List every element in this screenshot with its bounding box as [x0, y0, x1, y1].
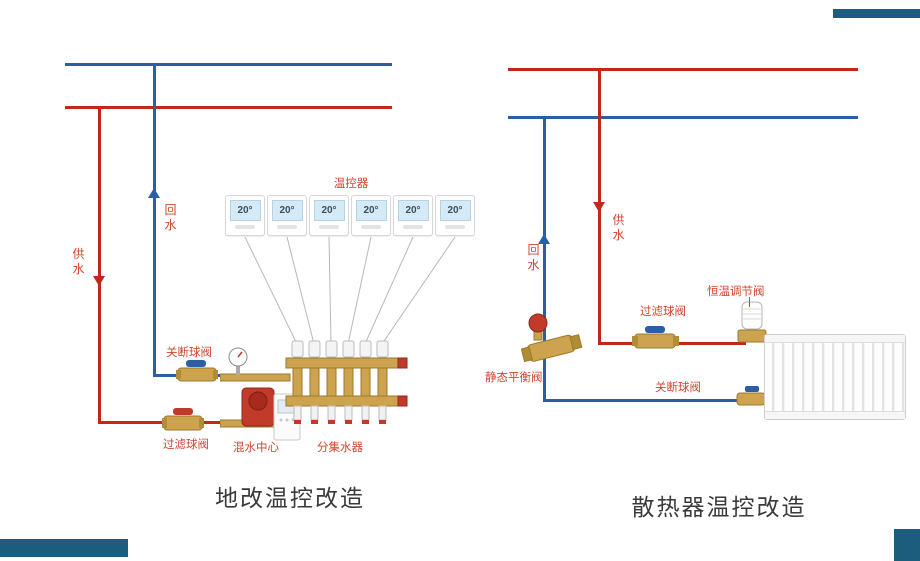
left-filter-valve-graphic [162, 408, 204, 431]
static-balancing-valve-label: 静态平衡阀 [485, 372, 543, 384]
thermostat-display: 20° [397, 200, 429, 221]
static-balancing-valve-graphic [520, 313, 583, 363]
right-return-label: 回水 [527, 243, 540, 272]
return-flow-arrow-icon [148, 188, 160, 198]
thermostat-display: 20° [439, 200, 471, 221]
radiator-graphic [764, 334, 906, 420]
left-return-branch-pipe [153, 374, 238, 377]
right-filter-valve-label: 过滤球阀 [640, 306, 686, 318]
thermostat-2: 20° [267, 195, 307, 236]
thermostat-1: 20° [225, 195, 265, 236]
right-diagram-title: 散热器温控改造 [631, 494, 807, 520]
accent-bar-bottom-right [894, 529, 920, 561]
left-return-riser-pipe [153, 63, 156, 377]
thermostat-buttons [277, 225, 297, 229]
thermostatic-valve-pointer-line [749, 297, 750, 307]
left-diagram-title: 地改温控改造 [215, 485, 365, 511]
supply-flow-arrow-icon [593, 202, 605, 212]
thermostats-group-label: 温控器 [333, 178, 369, 190]
right-return-branch-pipe [543, 399, 765, 402]
left-return-label: 回水 [164, 203, 177, 232]
thermostat-6: 20° [435, 195, 475, 236]
right-filter-valve-graphic [632, 326, 679, 349]
thermostat-buttons [403, 225, 423, 229]
accent-bar-bottom-left [0, 539, 128, 557]
mixing-center-label: 混水中心 [233, 442, 279, 454]
left-return-main-pipe [65, 63, 392, 66]
left-filter-valve-label: 过滤球阀 [163, 439, 209, 451]
left-supply-label: 供水 [72, 247, 85, 276]
thermostat-display: 20° [271, 200, 303, 221]
thermostat-5: 20° [393, 195, 433, 236]
right-return-riser-pipe [543, 116, 546, 402]
left-shutoff-valve-label: 关断球阀 [166, 347, 212, 359]
return-flow-arrow-icon [538, 234, 550, 244]
thermostat-buttons [319, 225, 339, 229]
mixing-center-and-manifold-graphic [220, 340, 408, 441]
accent-bar-top-right [833, 9, 920, 18]
left-shutoff-valve-graphic [176, 360, 218, 382]
left-supply-main-pipe [65, 106, 392, 109]
thermostat-buttons [361, 225, 381, 229]
right-shutoff-valve-label: 关断球阀 [655, 382, 701, 394]
right-supply-main-pipe [508, 68, 858, 71]
thermostatic-valve-label: 恒温调节阀 [707, 286, 765, 298]
thermostat-buttons [445, 225, 465, 229]
thermostat-buttons [235, 225, 255, 229]
thermostat-display: 20° [355, 200, 387, 221]
left-supply-riser-pipe [98, 106, 101, 424]
thermostat-4: 20° [351, 195, 391, 236]
thermostat-3: 20° [309, 195, 349, 236]
supply-flow-arrow-icon [93, 276, 105, 286]
thermostat-display: 20° [229, 200, 261, 221]
left-supply-branch-pipe [98, 421, 242, 424]
right-return-main-pipe [508, 116, 858, 119]
right-supply-branch-pipe [598, 342, 746, 345]
manifold-label: 分集水器 [317, 442, 363, 454]
right-supply-label: 供水 [612, 213, 625, 242]
thermostat-display: 20° [313, 200, 345, 221]
